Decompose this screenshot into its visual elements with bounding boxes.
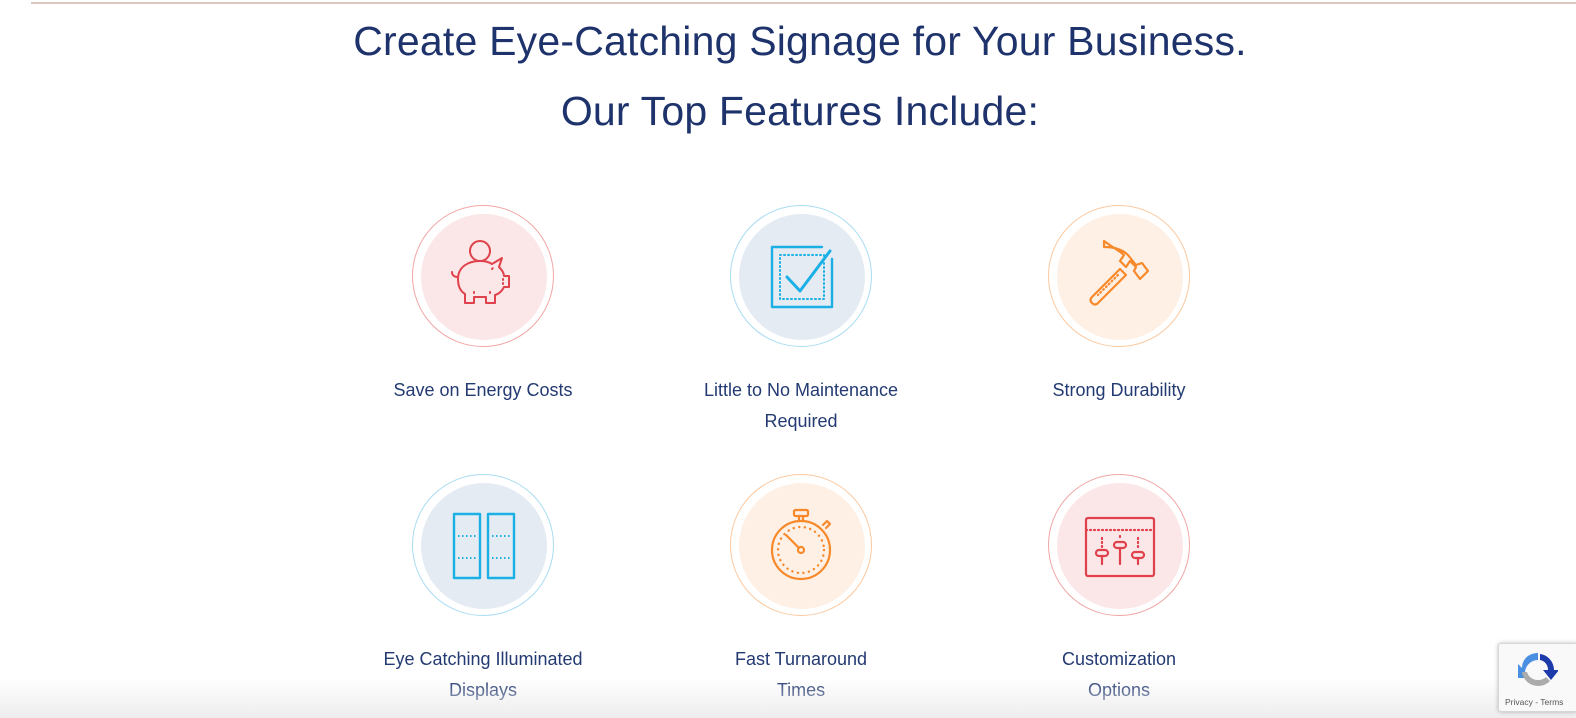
feature-illuminated-displays: Eye Catching Illuminated Displays [353,474,613,706]
feature-icon-circle [1048,205,1190,347]
feature-label: Fast Turnaround Times [734,649,868,700]
recaptcha-badge[interactable]: Privacy - Terms [1498,643,1576,712]
feature-label: Customization Options [1061,649,1177,700]
top-divider [31,2,1576,4]
page-title: Create Eye-Catching Signage for Your Bus… [353,18,1247,64]
features-subtitle: Our Top Features Include: [560,88,1040,134]
feature-icon-circle [412,474,554,616]
feature-icon-circle [1048,474,1190,616]
recaptcha-privacy-terms-link[interactable]: Privacy - Terms [1505,697,1564,707]
panels-icon [452,512,516,580]
feature-icon-circle [412,205,554,347]
feature-label: Strong Durability [1052,380,1186,400]
piggy-bank-icon [451,240,510,304]
feature-customization: Customization Options [989,474,1249,706]
feature-label: Eye Catching Illuminated Displays [383,649,583,700]
recaptcha-icon [1518,653,1558,686]
stopwatch-icon [770,508,832,581]
feature-save-energy: Save on Energy Costs [353,205,613,406]
feature-icon-circle [730,474,872,616]
hammer-icon [1089,239,1150,306]
sliders-icon [1084,516,1156,578]
feature-durability: Strong Durability [989,205,1249,406]
feature-fast-turnaround: Fast Turnaround Times [671,474,931,706]
feature-low-maintenance: Little to No Maintenance Required [671,205,931,437]
feature-icon-circle [730,205,872,347]
feature-label: Little to No Maintenance Required [703,380,899,431]
feature-label: Save on Energy Costs [393,380,573,400]
checkbox-check-icon [770,245,834,309]
